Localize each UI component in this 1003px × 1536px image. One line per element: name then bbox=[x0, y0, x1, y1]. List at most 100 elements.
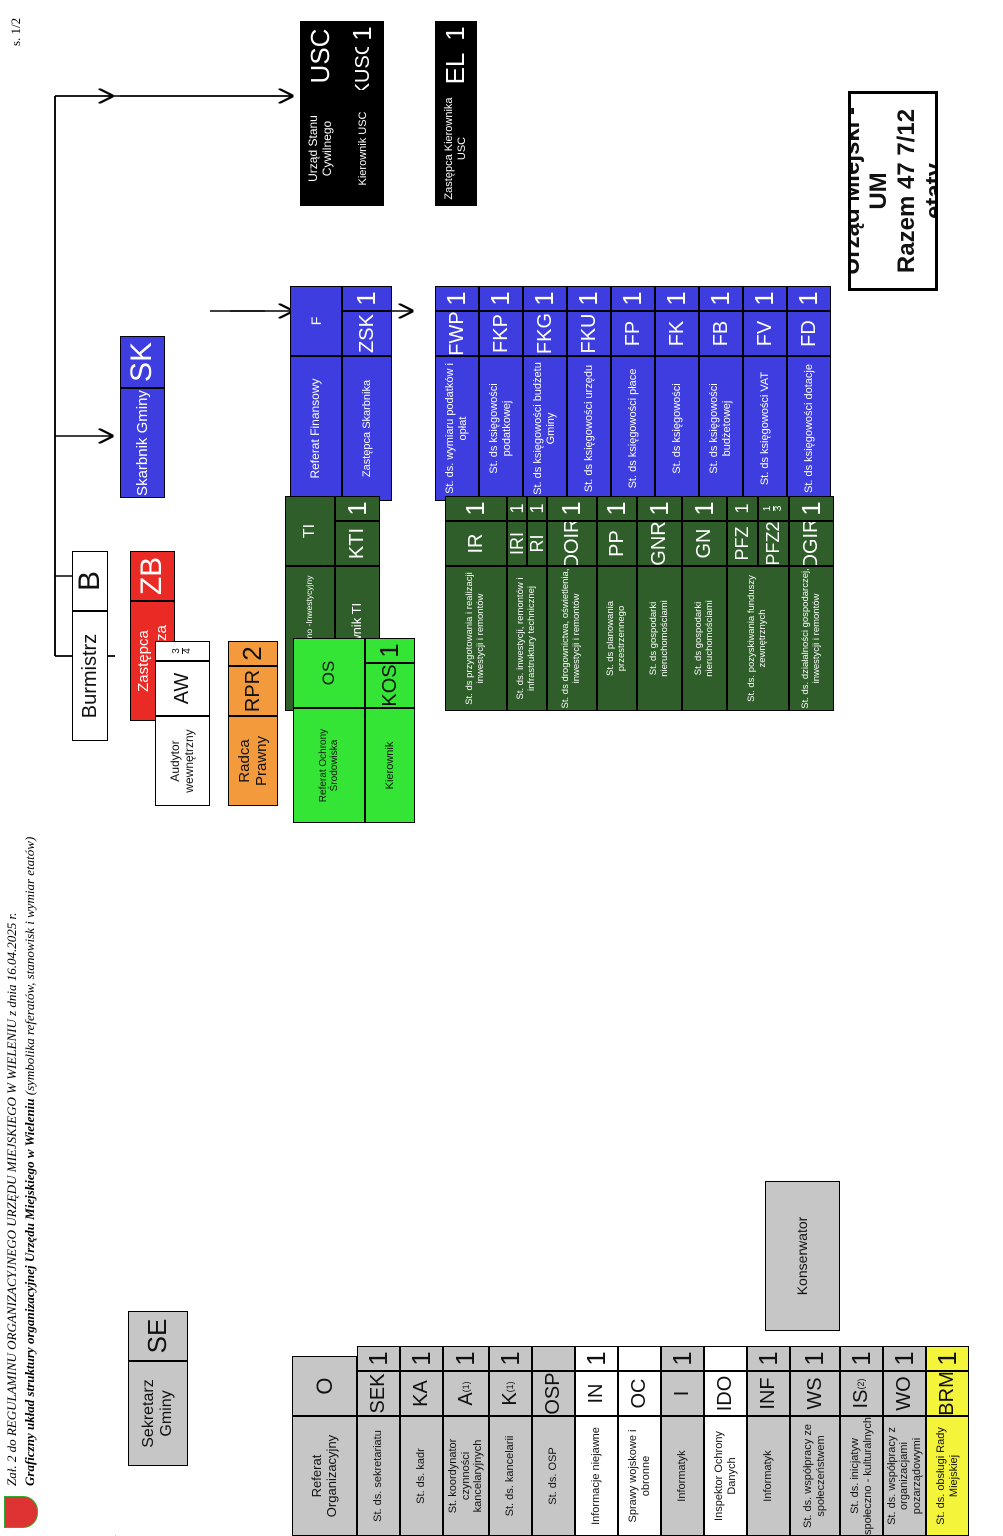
finance-deputy-label: Zastępca Skarbnika bbox=[342, 356, 392, 501]
org-post-symbol: OC bbox=[618, 1371, 661, 1416]
finance-post-symbol: FP bbox=[611, 311, 655, 356]
finance-post-label: St. ds księgowości budżetu Gminy bbox=[523, 356, 567, 501]
total-box: Urząd Miejski - UM Razem 47 7/12 etaty bbox=[848, 91, 938, 291]
org-post-symbol: IS(2) bbox=[840, 1371, 883, 1416]
org-post-symbol: K(1) bbox=[489, 1371, 532, 1416]
ti-post-symbol-2: RI bbox=[527, 521, 547, 566]
finance-post-symbol: FV bbox=[743, 311, 787, 356]
header-line-2-rest: (symbolika referatów, stanowisk i wymiar… bbox=[22, 836, 37, 1096]
symbol-text: WO bbox=[893, 1376, 915, 1411]
ti-post-label: St. ds drogownictwa, oświetlenia, inwest… bbox=[547, 566, 597, 711]
org-post-symbol: OSP bbox=[532, 1371, 575, 1416]
usc-symbol: USC bbox=[300, 21, 342, 91]
ti-post-symbol: PP bbox=[597, 521, 637, 566]
symbol-text: IDO bbox=[714, 1375, 736, 1412]
burmistrz-label: Burmistrz bbox=[72, 611, 108, 741]
org-post-label: St. ds. inicjatyw społeczno - kulturalny… bbox=[840, 1416, 883, 1536]
org-post-count: 1 bbox=[790, 1346, 840, 1371]
org-post-label: Inspektor Ochrony Danych bbox=[704, 1416, 747, 1536]
finance-post-label: St. ds księgowości urzędu bbox=[567, 356, 611, 501]
org-post-label: St. ds. kadr bbox=[400, 1416, 443, 1536]
org-post-label: St. ds. współpracy ze społeczeństwem bbox=[790, 1416, 840, 1536]
ti-post-label: St. ds gospodarki nieruchomościami bbox=[682, 566, 727, 711]
org-post-symbol: I bbox=[661, 1371, 704, 1416]
org-post-count: 1 bbox=[443, 1346, 489, 1371]
ti-post-symbol: GN bbox=[682, 521, 727, 566]
ti-post-count: 1 bbox=[597, 496, 637, 521]
org-post-symbol: KA bbox=[400, 1371, 443, 1416]
ti-post-label: St. ds gospodarki nieruchomościami bbox=[637, 566, 682, 711]
org-post-symbol: INF bbox=[747, 1371, 790, 1416]
ti-post-symbol: IRI bbox=[507, 521, 527, 566]
ti-post-label: St. ds planowania przestrzennego bbox=[597, 566, 637, 711]
usc-label: Urząd Stanu Cywilnego bbox=[300, 91, 342, 206]
footnote-mark: (2) bbox=[856, 1378, 867, 1390]
finance-post-label: St. ds. wymiaru podatków i opłat bbox=[435, 356, 479, 501]
finance-post-count: 1 bbox=[567, 286, 611, 311]
sekretarz-label: Sekretarz Gminy bbox=[128, 1361, 188, 1466]
symbol-text: INF bbox=[757, 1377, 779, 1410]
os-label: Referat Ochrony Środowiska bbox=[293, 708, 365, 823]
finance-post-count: 1 bbox=[611, 286, 655, 311]
finance-post-label: St. ds księgowości dotacje bbox=[787, 356, 831, 501]
org-post-count bbox=[532, 1346, 575, 1371]
org-post-count bbox=[704, 1346, 747, 1371]
finance-post-symbol: FK bbox=[655, 311, 699, 356]
org-post-label: St. ds. kancelarii bbox=[489, 1416, 532, 1536]
org-post-label: Informatyk bbox=[747, 1416, 790, 1536]
finance-post-count: 1 bbox=[699, 286, 743, 311]
finance-post-count: 1 bbox=[787, 286, 831, 311]
ti-post-count: 1 bbox=[445, 496, 507, 521]
org-post-symbol: SEK bbox=[357, 1371, 400, 1416]
org-post-label: St. ds. sekretariatu bbox=[357, 1416, 400, 1536]
ti-post-label: St. ds przygotowania i realizacji inwest… bbox=[445, 566, 507, 711]
ti-post-count: 1 bbox=[507, 496, 527, 521]
org-post-label: Informacje niejawne bbox=[575, 1416, 618, 1536]
footnote-mark: (1) bbox=[505, 1381, 516, 1393]
org-post-label: Informatyk bbox=[661, 1416, 704, 1536]
ti-post-label: St. ds. działalności gospodarczej, inwes… bbox=[789, 566, 834, 711]
finance-symbol: F bbox=[290, 286, 342, 356]
usc-deputy-symbol: EL bbox=[435, 46, 477, 91]
finance-post-label: St. ds księgowości podatkowej bbox=[479, 356, 523, 501]
finance-label: Referat Finansowy bbox=[290, 356, 342, 501]
finance-post-count: 1 bbox=[523, 286, 567, 311]
header-line-2-bold: Graficzny układ struktury organizacyjnej… bbox=[22, 1098, 37, 1486]
symbol-text: SEK bbox=[367, 1373, 389, 1414]
finance-post-count: 1 bbox=[435, 286, 479, 311]
ti-post-symbol: PFZ bbox=[727, 521, 758, 566]
org-post-symbol: A(1) bbox=[443, 1371, 489, 1416]
ti-post-count: 1 bbox=[682, 496, 727, 521]
finance-post-count: 1 bbox=[743, 286, 787, 311]
org-post-symbol: IDO bbox=[704, 1371, 747, 1416]
coat-of-arms-icon bbox=[4, 1496, 38, 1528]
symbol-text: OC bbox=[628, 1378, 650, 1409]
org-post-label: St. koordynator czynności kancelaryjnych bbox=[443, 1416, 489, 1536]
symbol-text: A bbox=[454, 1392, 477, 1406]
ti-post-symbol-2: PFZ2 bbox=[758, 521, 789, 566]
finance-deputy-symbol: ZSK bbox=[342, 311, 392, 356]
finance-post-symbol: FB bbox=[699, 311, 743, 356]
symbol-text: KA bbox=[410, 1380, 432, 1407]
ti-post-count: 1 bbox=[637, 496, 682, 521]
org-post-count: 1 bbox=[661, 1346, 704, 1371]
org-post-count: 1 bbox=[400, 1346, 443, 1371]
finance-post-symbol: FKG bbox=[523, 311, 567, 356]
ti-post-count: 1 bbox=[727, 496, 758, 521]
usc-head-count: 1 bbox=[342, 21, 384, 46]
rpr-symbol: RPR bbox=[228, 666, 278, 716]
os-head-symbol: KOS bbox=[365, 663, 415, 708]
org-post-label: St. ds. OSP bbox=[532, 1416, 575, 1536]
symbol-text: BRM bbox=[936, 1371, 958, 1416]
zastepca-symbol: ZB bbox=[130, 551, 175, 601]
org-post-label: Sprawy wojskowe i obronne bbox=[618, 1416, 661, 1536]
ti-post-count-2: 1 bbox=[527, 496, 547, 521]
symbol-text: WS bbox=[803, 1377, 826, 1410]
symbol-text: K bbox=[499, 1392, 521, 1406]
usc-deputy-label: Zastępca Kierownika USC bbox=[435, 91, 477, 206]
ti-post-label: St. ds. inwestycji, remontów i infrastru… bbox=[507, 566, 547, 711]
os-head-label: Kierownik bbox=[365, 708, 415, 823]
finance-post-label: St. ds księgowości VAT bbox=[743, 356, 787, 501]
finance-post-symbol: FKP bbox=[479, 311, 523, 356]
